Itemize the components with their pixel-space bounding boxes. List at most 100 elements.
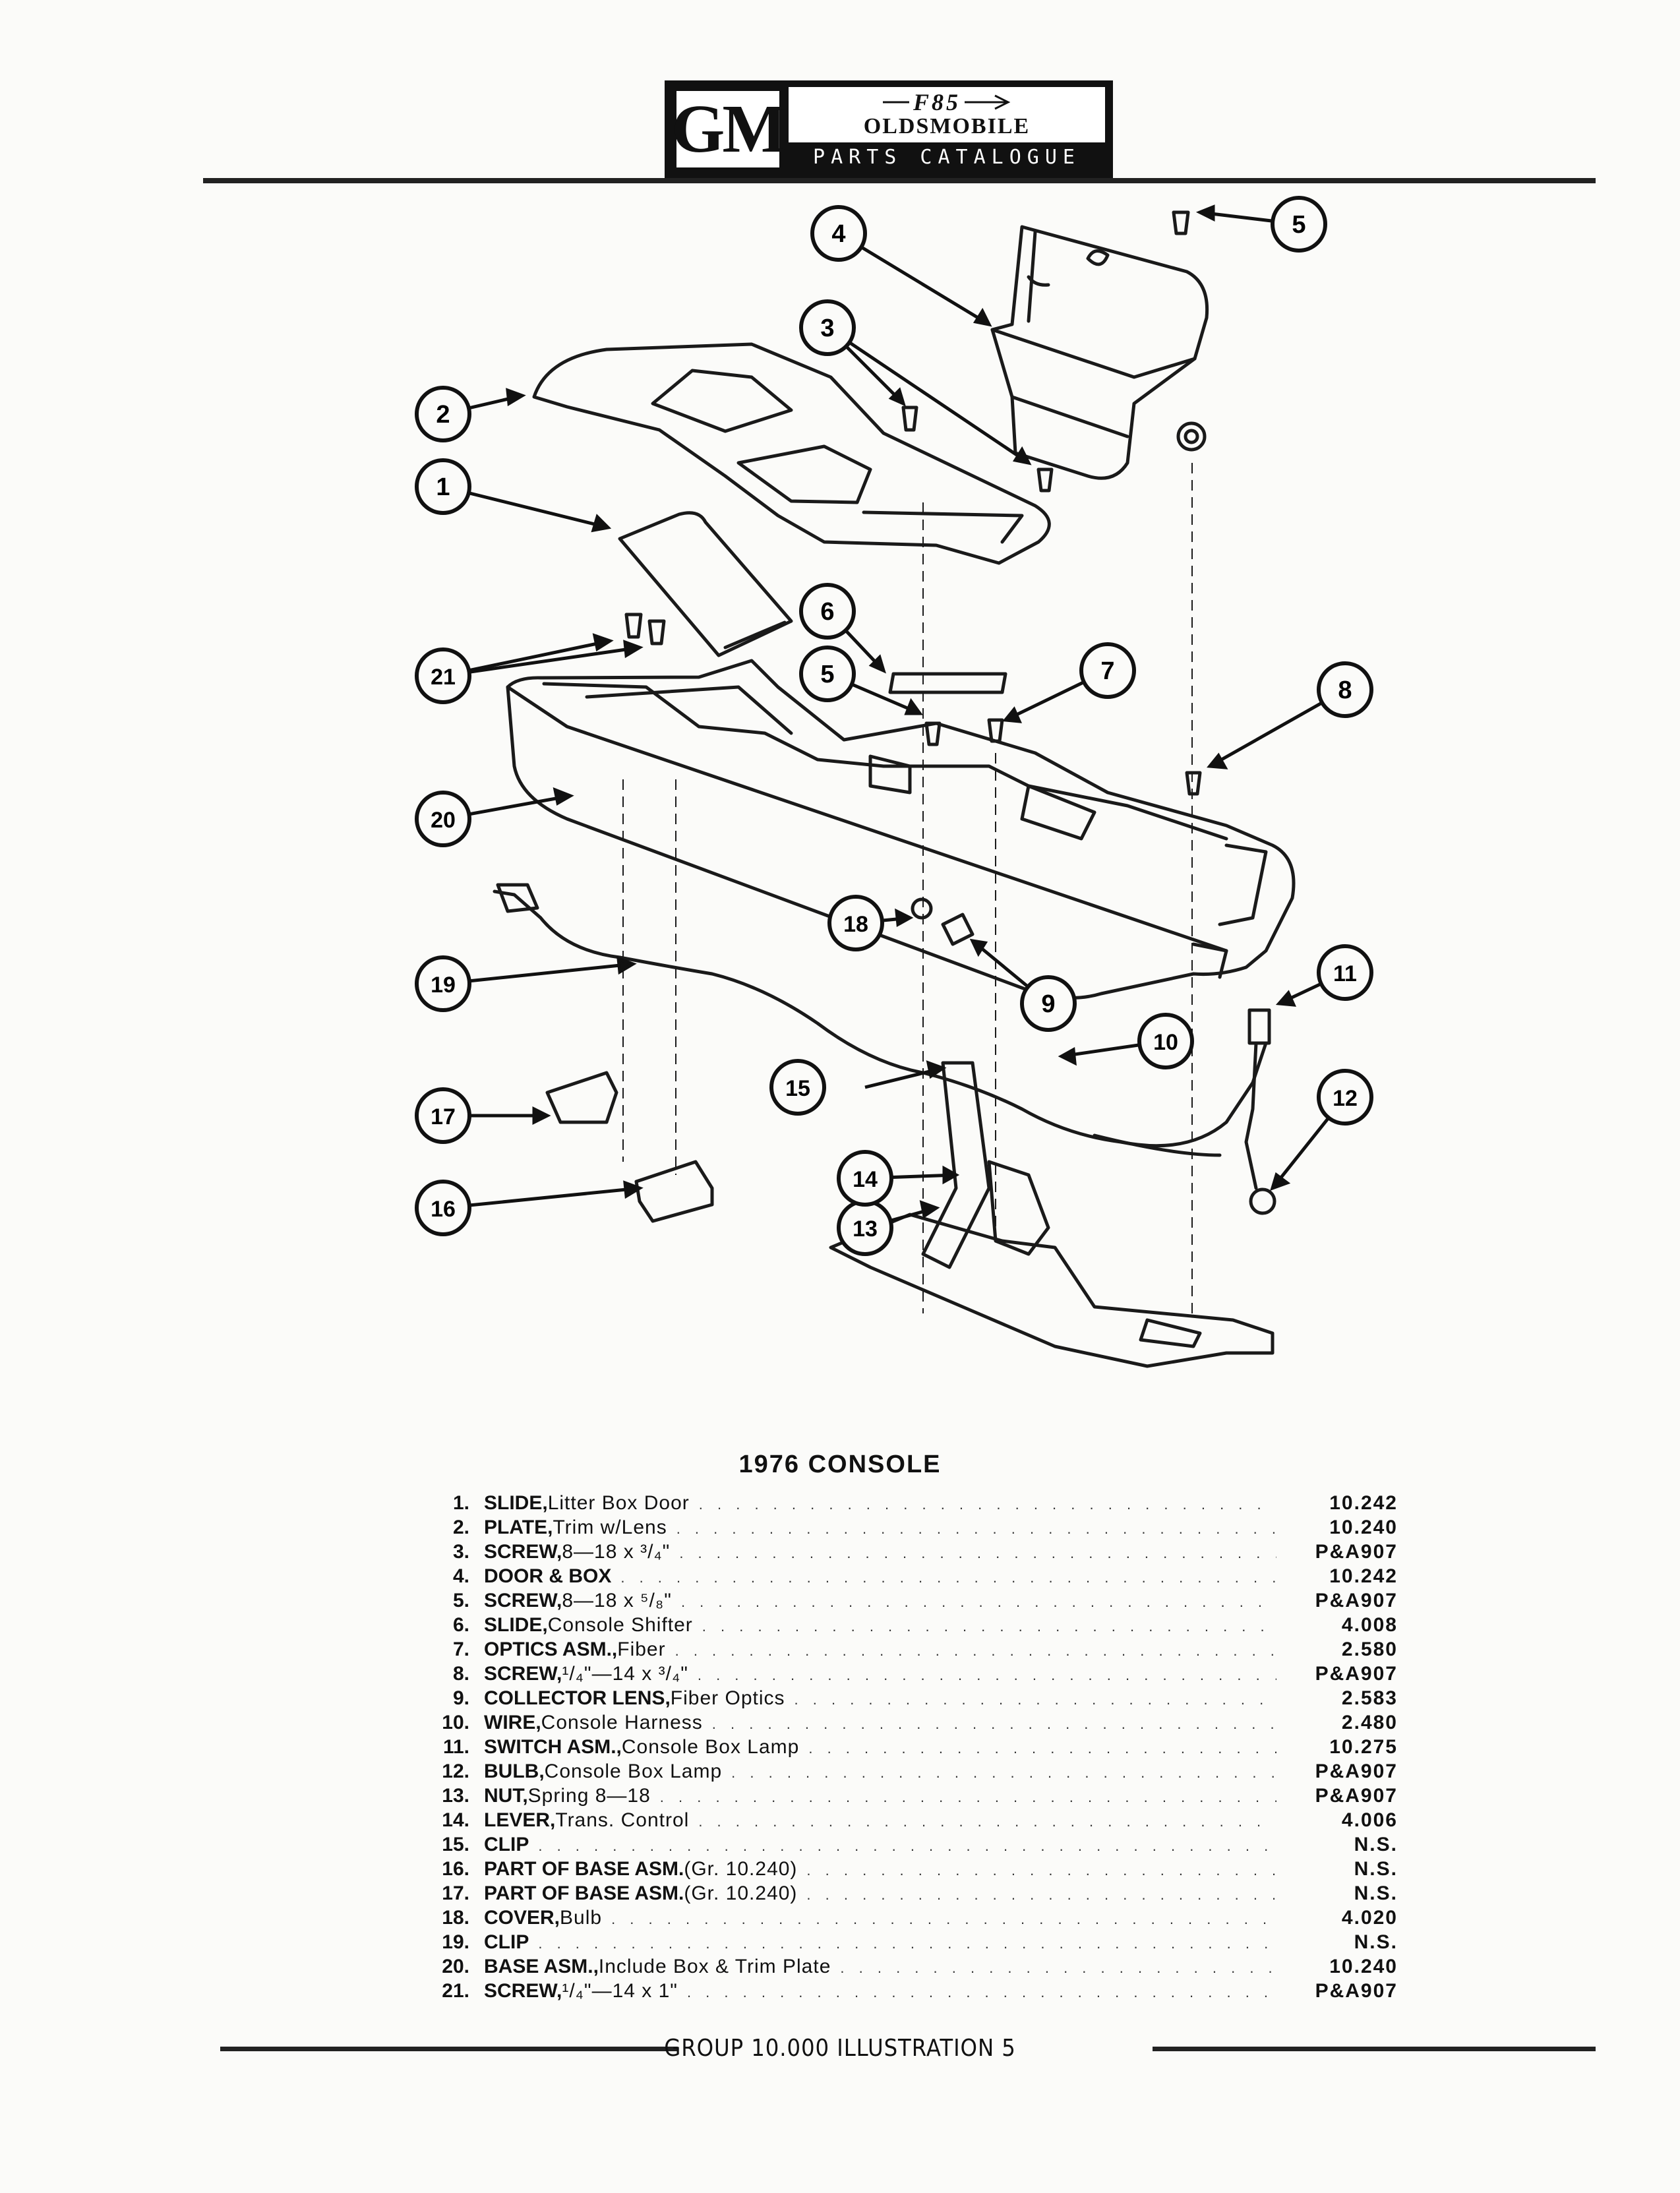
part-name: SCREW, xyxy=(484,1980,562,2002)
callout-label: 7 xyxy=(1100,657,1114,685)
section-title: 1976 CONSOLE xyxy=(738,1451,942,1478)
bracket-16-part xyxy=(634,1160,714,1223)
collector-lens-part xyxy=(941,913,975,946)
callout-label: 19 xyxy=(431,973,456,998)
callout-label: 2 xyxy=(436,401,450,429)
parts-list-row: 5.SCREW,8—18 x ⁵/₈"P&A907 xyxy=(422,1588,1398,1613)
part-number: 16. xyxy=(442,1858,469,1880)
part-number: 1. xyxy=(452,1492,469,1514)
part-name: BULB, xyxy=(484,1760,545,1782)
dot-leader xyxy=(681,1590,1276,1614)
callout-14: 14 xyxy=(837,1150,893,1207)
callout-1: 1 xyxy=(415,458,471,515)
part-description: Trim w/Lens xyxy=(553,1517,667,1538)
screw-part xyxy=(1185,771,1202,796)
footer-rule-left xyxy=(220,2047,678,2051)
part-number: 17. xyxy=(442,1882,469,1904)
part-group-ref: 10.240 xyxy=(1329,1956,1398,1977)
part-description: Trans. Control xyxy=(555,1809,690,1831)
callout-15: 15 xyxy=(769,1059,826,1116)
part-name: DOOR & BOX xyxy=(484,1565,612,1587)
callout-label: 14 xyxy=(853,1167,878,1192)
bracket-17-part xyxy=(545,1071,618,1124)
part-group-ref: 4.020 xyxy=(1341,1907,1398,1929)
dot-leader xyxy=(679,1541,1276,1565)
part-group-ref: 10.275 xyxy=(1329,1736,1398,1758)
brand-name: OLDSMOBILE xyxy=(863,114,1031,139)
part-name: PART OF BASE ASM. xyxy=(484,1858,684,1880)
callout-label: 17 xyxy=(431,1104,456,1129)
callout-19: 19 xyxy=(415,955,471,1012)
console-harness-part xyxy=(493,883,1268,1157)
part-number: 9. xyxy=(452,1687,469,1709)
part-number: 3. xyxy=(452,1541,469,1563)
callout-5: 5 xyxy=(799,646,856,702)
part-description: Bulb xyxy=(560,1907,603,1929)
part-description: 8—18 x ⁵/₈" xyxy=(562,1590,672,1611)
callout-10: 10 xyxy=(1137,1013,1194,1069)
part-description: 8—18 x ³/₄" xyxy=(562,1541,671,1563)
callout-label: 16 xyxy=(431,1197,456,1222)
part-number: 18. xyxy=(442,1907,469,1929)
part-description: Fiber xyxy=(617,1638,666,1660)
part-number: 21. xyxy=(442,1980,469,2002)
part-description: Include Box & Trim Plate xyxy=(598,1956,831,1977)
dot-leader xyxy=(712,1712,1276,1736)
part-description: (Gr. 10.240) xyxy=(684,1882,798,1904)
litter-box-slide-part xyxy=(618,511,793,657)
parts-list-row: 1.SLIDE,Litter Box Door10.242 xyxy=(422,1491,1398,1515)
callout-5: 5 xyxy=(1271,196,1327,253)
part-number: 14. xyxy=(442,1809,469,1831)
parts-list: 1.SLIDE,Litter Box Door10.2422.PLATE,Tri… xyxy=(422,1491,1398,2003)
part-description: Console Box Lamp xyxy=(621,1736,800,1758)
part-group-ref: 10.242 xyxy=(1329,1492,1398,1514)
callout-label: 11 xyxy=(1333,961,1357,986)
part-group-ref: N.S. xyxy=(1354,1834,1398,1855)
callout-3: 3 xyxy=(799,299,856,356)
part-group-ref: 2.480 xyxy=(1341,1712,1398,1733)
part-description: (Gr. 10.240) xyxy=(684,1858,798,1880)
part-number: 19. xyxy=(442,1931,469,1953)
part-name: SCREW, xyxy=(484,1590,562,1611)
part-number: 20. xyxy=(442,1956,469,1977)
parts-list-row: 18.COVER,Bulb4.020 xyxy=(422,1906,1398,1930)
callout-9: 9 xyxy=(1020,975,1077,1032)
dot-leader xyxy=(687,1980,1276,2004)
callout-label: 8 xyxy=(1338,676,1352,704)
dot-leader xyxy=(808,1736,1276,1760)
parts-list-row: 19.CLIPN.S. xyxy=(422,1930,1398,1954)
part-description: Console Shifter xyxy=(547,1614,693,1636)
callout-7: 7 xyxy=(1079,642,1136,699)
part-group-ref: P&A907 xyxy=(1315,1663,1398,1685)
part-name: PART OF BASE ASM. xyxy=(484,1882,684,1904)
callout-11: 11 xyxy=(1317,944,1373,1001)
screw-part xyxy=(1172,210,1190,235)
callout-label: 4 xyxy=(831,220,845,248)
dot-leader xyxy=(620,1565,1276,1590)
callout-18: 18 xyxy=(827,895,884,951)
screw-part xyxy=(987,718,1004,743)
dot-leader xyxy=(806,1858,1276,1882)
part-group-ref: N.S. xyxy=(1354,1858,1398,1880)
callout-label: 12 xyxy=(1333,1086,1358,1111)
screw-part xyxy=(924,721,942,746)
part-group-ref: 4.008 xyxy=(1341,1614,1398,1636)
part-name: LEVER, xyxy=(484,1809,556,1831)
callout-label: 6 xyxy=(820,598,834,626)
callout-6: 6 xyxy=(799,583,856,640)
callout-label: 5 xyxy=(1292,211,1305,239)
part-group-ref: 2.580 xyxy=(1341,1638,1398,1660)
part-description: ¹/₄"—14 x 1" xyxy=(562,1980,678,2002)
part-name: CLIP xyxy=(484,1931,529,1953)
dot-leader xyxy=(698,1809,1276,1834)
callout-21: 21 xyxy=(415,647,471,704)
part-description: ¹/₄"—14 x ³/₄" xyxy=(562,1663,688,1685)
part-group-ref: 4.006 xyxy=(1341,1809,1398,1831)
callout-4: 4 xyxy=(810,205,867,262)
callout-8: 8 xyxy=(1317,661,1373,718)
part-group-ref: 2.583 xyxy=(1341,1687,1398,1709)
callout-label: 10 xyxy=(1153,1030,1178,1055)
dot-leader xyxy=(676,1517,1276,1541)
part-number: 15. xyxy=(442,1834,469,1855)
